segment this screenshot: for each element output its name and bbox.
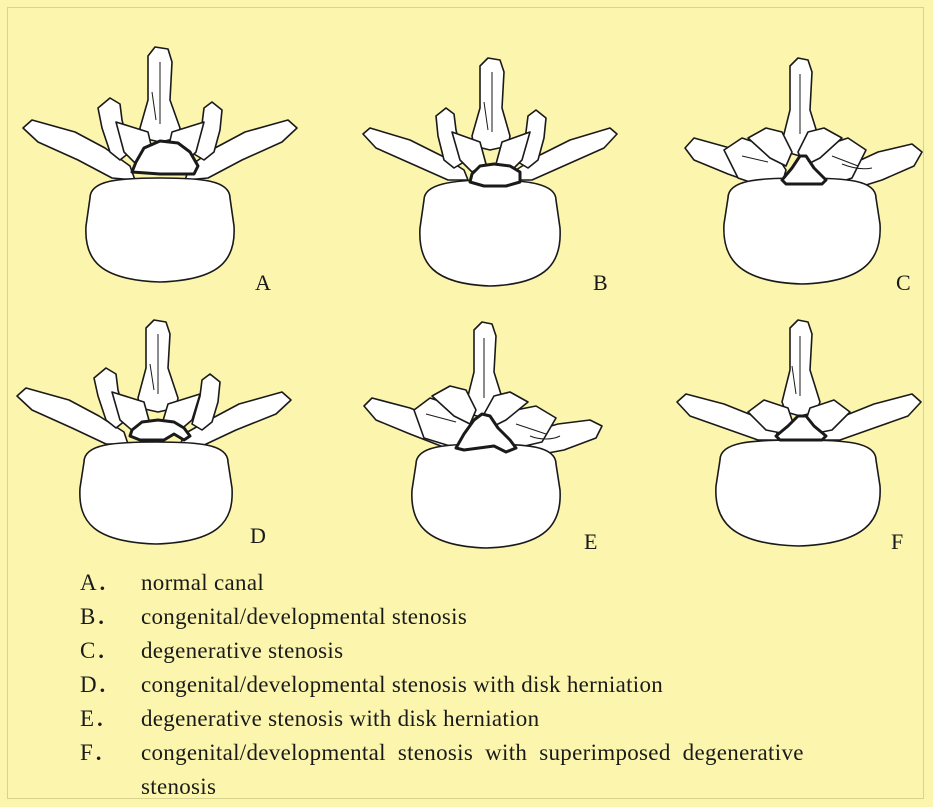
panel-label-c: C: [896, 272, 911, 294]
legend-text: congenital/developmental stenosis: [141, 600, 880, 634]
panel-label-d: D: [250, 525, 266, 547]
vertebra-a-illustration: [20, 40, 300, 290]
legend-text: congenital/developmental stenosis with s…: [141, 736, 880, 804]
legend-key: F．: [80, 736, 141, 770]
panel-label-b: B: [593, 272, 608, 294]
legend-item-c: C． degenerative stenosis: [80, 634, 880, 668]
legend-key: E．: [80, 702, 141, 736]
legend-key: D．: [80, 668, 141, 702]
legend-item-d: D． congenital/developmental stenosis wit…: [80, 668, 880, 702]
legend-item-f: F． congenital/developmental stenosis wit…: [80, 736, 880, 804]
legend-text: congenital/developmental stenosis with d…: [141, 668, 880, 702]
legend-item-e: E． degenerative stenosis with disk herni…: [80, 702, 880, 736]
legend-item-a: A． normal canal: [80, 566, 880, 600]
legend-text: degenerative stenosis: [141, 634, 880, 668]
legend-item-b: B． congenital/developmental stenosis: [80, 600, 880, 634]
panel-label-f: F: [891, 531, 903, 553]
figure-legend: A． normal canal B． congenital/developmen…: [80, 566, 880, 804]
legend-key: B．: [80, 600, 141, 634]
vertebra-d-illustration: [14, 316, 294, 548]
legend-key: A．: [80, 566, 141, 600]
legend-text: normal canal: [141, 566, 880, 600]
vertebra-c-illustration: [682, 52, 932, 292]
vertebra-b-illustration: [360, 52, 620, 292]
legend-text: degenerative stenosis with disk herniati…: [141, 702, 880, 736]
vertebra-e-illustration: [360, 316, 610, 556]
panel-label-e: E: [584, 531, 597, 553]
vertebra-f-illustration: [674, 316, 924, 556]
legend-key: C．: [80, 634, 141, 668]
panel-label-a: A: [255, 272, 271, 294]
